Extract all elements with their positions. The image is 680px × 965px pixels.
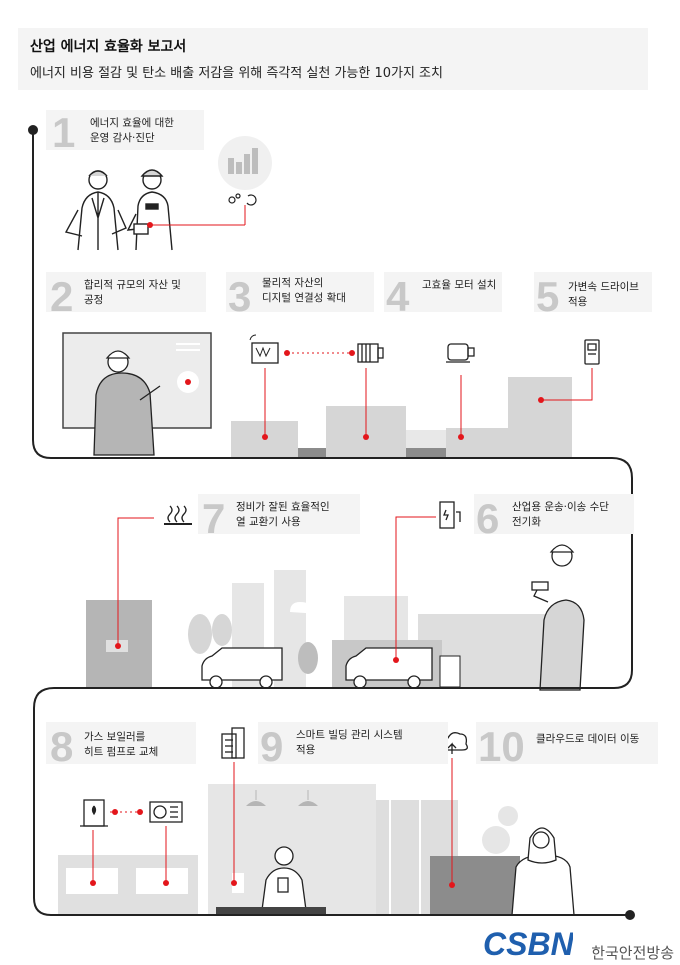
gear-icon bbox=[228, 193, 241, 204]
brand-name: 한국안전방송 bbox=[591, 944, 674, 962]
csbn-logo: CSBN bbox=[483, 925, 573, 961]
step-10: 10 클라우드로 데이터 이동 bbox=[476, 722, 658, 768]
step-label-line1: 클라우드로 데이터 이동 bbox=[536, 733, 640, 745]
flow-end-dot bbox=[625, 910, 635, 920]
flow-path bbox=[32, 130, 633, 916]
heat-icon bbox=[164, 505, 192, 525]
step-label-line1: 가변속 드라이브 bbox=[568, 281, 639, 293]
step-label-line1: 에너지 효율에 대한 bbox=[90, 117, 174, 129]
step-5: 5 가변속 드라이브 적용 bbox=[534, 272, 652, 318]
building-icon bbox=[221, 727, 245, 759]
flow-start-dot bbox=[28, 125, 38, 135]
step-number: 10 bbox=[478, 723, 525, 770]
step-label-line2: 디지털 연결성 확대 bbox=[262, 292, 346, 304]
step-number: 6 bbox=[476, 495, 500, 542]
asset-block-4 bbox=[446, 428, 572, 458]
step-8: 8 가스 보일러를 히트 펌프로 교체 bbox=[46, 722, 196, 768]
step-2: 2 합리적 규모의 자산 및 공정 bbox=[46, 272, 206, 318]
van-1 bbox=[201, 647, 283, 689]
step-label-line2: 공정 bbox=[84, 294, 104, 306]
step-number: 5 bbox=[536, 273, 560, 320]
step-4: 4 고효율 모터 설치 bbox=[384, 272, 502, 318]
marker-1 bbox=[147, 222, 153, 228]
auditors-illustration bbox=[64, 169, 173, 251]
page-subtitle: 에너지 비용 절감 및 탄소 배출 저감을 위해 즉각적 실천 가능한 10가지… bbox=[30, 66, 443, 81]
control-desk bbox=[430, 856, 520, 915]
page-title: 산업 에너지 효율화 보고서 bbox=[30, 39, 187, 55]
step-label-line1: 합리적 규모의 자산 및 bbox=[84, 279, 181, 291]
wireless-motor-icon bbox=[251, 342, 279, 364]
worker-illustration bbox=[531, 544, 585, 691]
step-number: 3 bbox=[228, 273, 252, 320]
boiler-icon bbox=[80, 799, 108, 827]
step-number: 2 bbox=[50, 273, 74, 320]
step-number: 8 bbox=[50, 723, 74, 770]
step-9: 9 스마트 빌딩 관리 시스템 적용 bbox=[258, 722, 448, 768]
chart-icon bbox=[228, 148, 258, 174]
step-6: 6 산업용 운송·이송 수단 전기화 bbox=[474, 494, 634, 540]
step-label-line1: 고효율 모터 설치 bbox=[422, 279, 497, 291]
step-label-line2: 운영 감사·진단 bbox=[90, 132, 155, 144]
efficient-motor-icon bbox=[446, 343, 475, 363]
step-7: 7 정비가 잘된 효율적인 열 교환기 사용 bbox=[198, 494, 360, 540]
step-label-line1: 물리적 자산의 bbox=[262, 277, 324, 289]
step-label-line2: 적용 bbox=[568, 296, 588, 308]
logo-text: CSBN bbox=[483, 926, 573, 961]
van-2 bbox=[345, 647, 433, 689]
step-label-line1: 산업용 운송·이송 수단 bbox=[512, 501, 609, 513]
step-3: 3 물리적 자산의 디지털 연결성 확대 bbox=[226, 272, 374, 318]
step-label-line2: 적용 bbox=[296, 744, 316, 756]
presenter-illustration bbox=[93, 350, 161, 456]
ev-charger-icon bbox=[439, 501, 461, 529]
step-label-line2: 히트 펌프로 교체 bbox=[84, 746, 159, 758]
step-label-line1: 가스 보일러를 bbox=[84, 731, 146, 743]
office-worker bbox=[261, 846, 307, 911]
motor-icon bbox=[357, 343, 384, 363]
step-label-line1: 스마트 빌딩 관리 시스템 bbox=[296, 729, 403, 741]
step-label-line1: 정비가 잘된 효율적인 bbox=[236, 501, 330, 513]
heat-pump-icon bbox=[149, 801, 183, 823]
step-number: 7 bbox=[202, 495, 226, 542]
step-label-line2: 전기화 bbox=[512, 516, 541, 528]
refresh-icon bbox=[246, 194, 257, 206]
step-1: 1 에너지 효율에 대한 운영 감사·진단 bbox=[46, 110, 204, 154]
drive-icon bbox=[584, 339, 600, 365]
step-label-line2: 열 교환기 사용 bbox=[236, 516, 301, 528]
step-number: 4 bbox=[386, 273, 410, 320]
header-box: 산업 에너지 효율화 보고서 에너지 비용 절감 및 탄소 배출 저감을 위해 … bbox=[18, 28, 648, 90]
step-number: 1 bbox=[52, 109, 76, 156]
step-number: 9 bbox=[260, 723, 284, 770]
engineer-illustration bbox=[511, 827, 575, 916]
